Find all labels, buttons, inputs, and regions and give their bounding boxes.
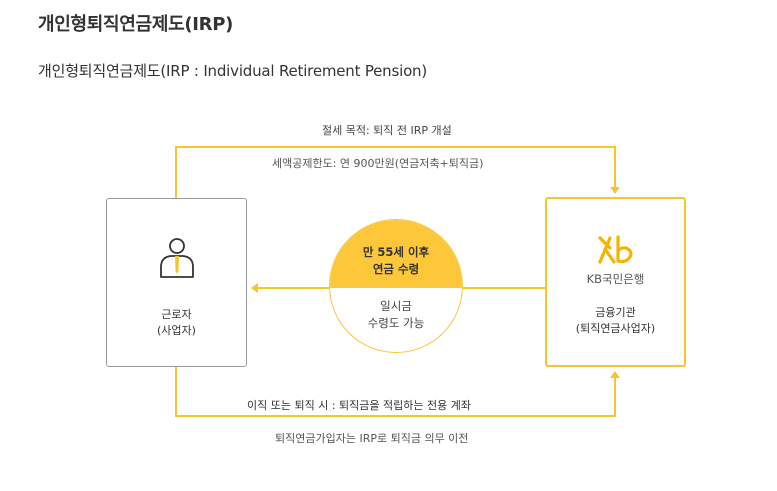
bank-logo-text: KB국민은행	[586, 272, 645, 286]
top-arrowhead	[610, 187, 620, 194]
bottom-event-label: 이직 또는 퇴직 시 : 퇴직금을 적립하는 전용 계좌	[247, 399, 471, 412]
worker-label: 근로자	[161, 308, 192, 321]
top-deduction-label: 세액공제한도: 연 900만원(연금저축+퇴직금)	[272, 157, 484, 170]
worker-box: 근로자 (사업자)	[106, 198, 247, 367]
top-flow-line	[175, 146, 616, 198]
page-title: 개인형퇴직연금제도(IRP)	[38, 14, 234, 35]
middle-arrowhead	[251, 283, 258, 293]
person-icon	[160, 238, 194, 278]
worker-sublabel: (사업자)	[157, 324, 196, 337]
circle-lumpsum-sublabel: 수령도 가능	[367, 316, 425, 330]
bank-label: 금융기관	[595, 306, 636, 319]
bank-box: KB국민은행 금융기관 (퇴직연금사업자)	[545, 197, 686, 367]
circle-pension-label: 연금 수령	[372, 262, 420, 276]
pension-receipt-circle: 만 55세 이후 연금 수령 일시금 수령도 가능	[329, 219, 463, 353]
bottom-flow-line	[175, 367, 616, 417]
circle-lumpsum-label: 일시금	[380, 299, 412, 313]
page-subtitle: 개인형퇴직연금제도(IRP : Individual Retirement Pe…	[38, 62, 428, 80]
circle-top-half	[330, 220, 462, 288]
bottom-note-label: 퇴직연금가입자는 IRP로 퇴직금 의무 이전	[275, 432, 469, 445]
top-purpose-label: 절세 목적: 퇴직 전 IRP 개설	[322, 124, 452, 137]
circle-age-label: 만 55세 이후	[362, 245, 430, 259]
bank-sublabel: (퇴직연금사업자)	[575, 322, 656, 335]
kb-star-icon	[547, 235, 684, 269]
bottom-arrowhead	[610, 371, 620, 378]
